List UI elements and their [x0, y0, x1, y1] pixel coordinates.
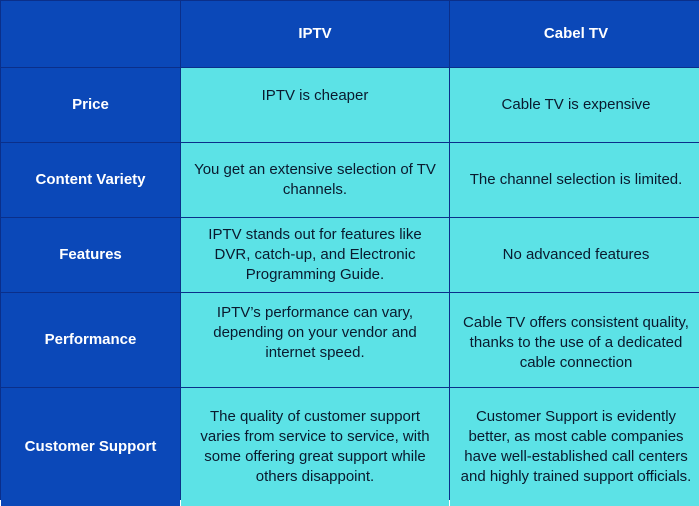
- cell-performance-cable: Cable TV offers consistent quality, than…: [450, 293, 699, 387]
- cell-content-variety-cable: The channel selection is limited.: [450, 143, 699, 217]
- row-label-content-variety: Content Variety: [1, 143, 180, 217]
- header-cable-tv: Cabel TV: [450, 1, 699, 67]
- cell-features-iptv: IPTV stands out for features like DVR, c…: [181, 218, 449, 292]
- cell-features-cable: No advanced features: [450, 218, 699, 292]
- header-corner-cell: [1, 1, 180, 67]
- cell-customer-support-iptv: The quality of customer support varies f…: [181, 388, 449, 506]
- cell-content-variety-iptv: You get an extensive selection of TV cha…: [181, 143, 449, 217]
- header-iptv: IPTV: [181, 1, 449, 67]
- cell-price-cable: Cable TV is expensive: [450, 68, 699, 142]
- cell-customer-support-cable: Customer Support is evidently better, as…: [450, 388, 699, 506]
- row-label-performance: Performance: [1, 293, 180, 387]
- row-label-features: Features: [1, 218, 180, 292]
- cell-price-iptv: IPTV is cheaper: [181, 68, 449, 142]
- row-label-customer-support: Customer Support: [1, 388, 180, 506]
- cell-performance-iptv: IPTV’s performance can vary, depending o…: [181, 293, 449, 387]
- row-label-price: Price: [1, 68, 180, 142]
